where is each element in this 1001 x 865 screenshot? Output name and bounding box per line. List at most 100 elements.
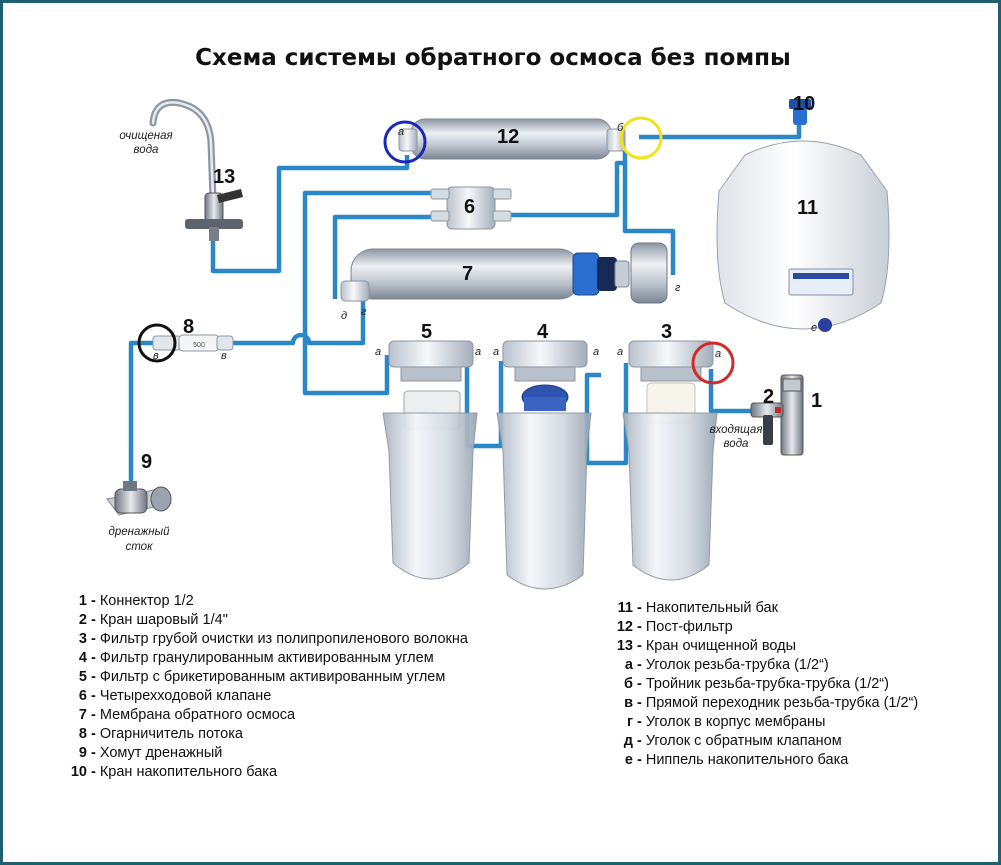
legend-text: Ниппель накопительного бака: [645, 752, 849, 768]
legend-text: Уголок с обратным клапаном: [645, 733, 842, 749]
legend-dash: -: [637, 619, 642, 635]
tube-to-faucet: [210, 155, 410, 274]
legend-dash: -: [91, 631, 96, 647]
component-1-number: 1: [811, 390, 822, 412]
legend-item: г-Уголок в корпус мембраны: [595, 713, 918, 732]
fitting-d-membrane: д: [341, 310, 347, 322]
legend-key: 11: [617, 600, 633, 616]
input-water-label-line2: вода: [724, 438, 749, 450]
legend-text: Четырехходовой клапане: [99, 688, 272, 704]
legend-key: в: [624, 695, 633, 711]
legend-dash: -: [91, 764, 96, 780]
legend-text: Кран накопительного бака: [99, 764, 278, 780]
legend-item: 8-Огарничитель потока: [47, 725, 468, 744]
legend-key: 12: [616, 619, 633, 635]
legend-item: 11-Накопительный бак: [595, 599, 918, 618]
input-water-label-line1: входящая: [710, 424, 763, 436]
tube-to-tank: [639, 119, 802, 140]
legend-key: 3: [78, 631, 87, 647]
tube-valve-to-membrane: [509, 160, 625, 218]
fitting-a-filter5-left: а: [375, 346, 381, 358]
legend-item: а-Уголок резьба-трубка (1/2“): [595, 656, 918, 675]
legend-text: Прямой переходник резьба-трубка (1/2“): [645, 695, 919, 711]
clean-water-label-line1: очищеная: [119, 130, 172, 142]
fitting-a-postfilter: а: [398, 126, 404, 138]
component-2-number: 2: [763, 386, 774, 408]
legend-item: е-Ниппель накопительного бака: [595, 751, 918, 770]
faucet: [149, 98, 243, 241]
legend-key: 2: [78, 612, 87, 628]
legend-dash: -: [637, 733, 642, 749]
legend-text: Мембрана обратного осмоса: [99, 707, 296, 723]
legend-text: Тройник резьба-трубка-трубка (1/2“): [645, 676, 889, 692]
legend-dash: -: [91, 612, 96, 628]
legend-dash: -: [91, 707, 96, 723]
legend-item: 1-Коннектор 1/2: [47, 592, 468, 611]
legend-text: Уголок в корпус мембраны: [645, 714, 826, 730]
legend-key: 5: [78, 669, 87, 685]
legend-text: Накопительный бак: [645, 600, 778, 616]
legend-text: Хомут дренажный: [99, 745, 223, 761]
legend-text: Огарничитель потока: [99, 726, 243, 742]
legend-text: Коннектор 1/2: [99, 593, 194, 609]
component-11-number: 11: [797, 197, 818, 219]
fitting-circle-a-red: [691, 341, 735, 385]
legend-item: 7-Мембрана обратного осмоса: [47, 706, 468, 725]
component-5-number: 5: [421, 321, 432, 343]
legend-key: 1: [78, 593, 87, 609]
legend-text: Фильтр грубой очистки из полипропиленово…: [99, 631, 468, 647]
legend-dash: -: [637, 600, 642, 616]
legend-dash: -: [91, 593, 96, 609]
tube-drain-upper: [231, 301, 366, 346]
legend-key: а: [624, 657, 633, 673]
legend-text: Фильтр гранулированным активированным уг…: [99, 650, 434, 666]
legend-text: Кран очищенной воды: [645, 638, 797, 654]
legend-dash: -: [91, 669, 96, 685]
component-4-number: 4: [537, 321, 549, 343]
fitting-circle-b-yellow: [619, 116, 663, 160]
drain-clamp: [106, 481, 172, 516]
page-title: Схема системы обратного осмоса без помпы: [195, 45, 791, 71]
tube-membrane-to-tee: [622, 151, 676, 275]
legend-key: г: [626, 714, 633, 730]
legend-dash: -: [91, 650, 96, 666]
membrane-housing: [340, 242, 668, 304]
legend-key: е: [624, 752, 633, 768]
component-3-number: 3: [661, 321, 672, 343]
legend-key: 13: [616, 638, 633, 654]
legend-key: д: [623, 733, 633, 749]
fitting-g-membrane-right: г: [675, 282, 681, 294]
legend-dash: -: [637, 752, 642, 768]
legend-item: 9-Хомут дренажный: [47, 744, 468, 763]
legend-key: б: [624, 676, 633, 692]
legend-item: б-Тройник резьба-трубка-трубка (1/2“): [595, 675, 918, 694]
component-8-number: 8: [183, 316, 194, 338]
fitting-a-filter3-left: а: [617, 346, 623, 358]
component-6-number: 6: [464, 196, 475, 218]
legend-item: 4-Фильтр гранулированным активированным …: [47, 649, 468, 668]
fitting-a-filter3-right: а: [715, 348, 721, 360]
legend-item: 5-Фильтр с брикетированным активированны…: [47, 668, 468, 687]
fitting-g-membrane-left: г: [361, 306, 367, 318]
legend-item: д-Уголок с обратным клапаном: [595, 732, 918, 751]
legend-item: 6-Четырехходовой клапане: [47, 687, 468, 706]
drain-label-line1: дренажный: [109, 526, 171, 538]
legend-item: в-Прямой переходник резьба-трубка (1/2“): [595, 694, 918, 713]
component-7-number: 7: [462, 263, 473, 285]
four-way-valve: [430, 186, 512, 230]
component-10-number: 10: [793, 93, 815, 115]
fitting-v-restrictor-left: в: [153, 350, 159, 362]
restrictor-mark: 500: [193, 342, 205, 349]
connector-and-valve: [750, 374, 804, 456]
component-9-number: 9: [141, 451, 152, 473]
legend-dash: -: [637, 714, 642, 730]
component-12-number: 12: [497, 126, 519, 148]
fitting-v-restrictor-right: в: [221, 350, 227, 362]
fitting-a-filter5-right: а: [475, 346, 481, 358]
post-filter: [398, 118, 626, 160]
legend-text: Фильтр с брикетированным активированным …: [99, 669, 446, 685]
tube-input: [708, 369, 751, 414]
legend-text: Уголок резьба-трубка (1/2“): [645, 657, 829, 673]
